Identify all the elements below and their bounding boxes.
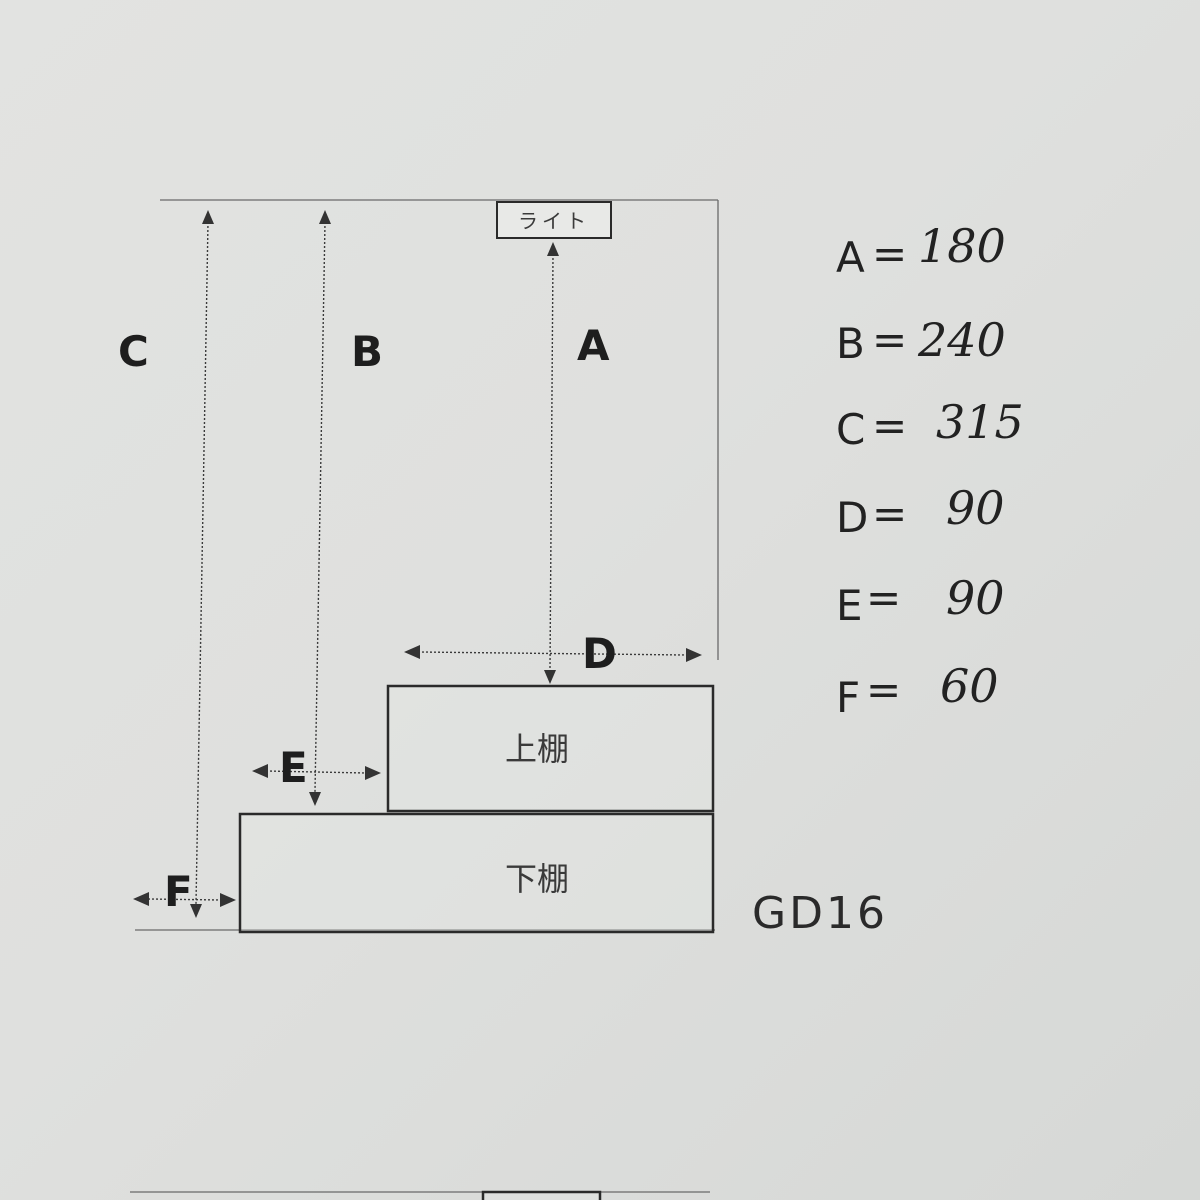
- light-fixture-box: [496, 201, 612, 239]
- dimension-e-arrow-right: [365, 766, 381, 780]
- legend-sep: =: [872, 229, 907, 278]
- legend-sep: =: [866, 573, 901, 622]
- dimension-e-line: [265, 770, 367, 774]
- lower-shelf-label: 下棚: [505, 860, 569, 898]
- dimension-a-arrow-top: [547, 242, 559, 256]
- dimension-d-line: [417, 651, 687, 656]
- dimension-f-arrow-left: [133, 892, 149, 906]
- dimension-b-arrow-bottom: [309, 792, 321, 806]
- dimension-c-line: [195, 221, 209, 905]
- dimension-f-arrow-right: [220, 893, 236, 907]
- legend-value: 90: [946, 481, 1005, 535]
- legend-key: C: [836, 405, 865, 454]
- upper-shelf: [386, 684, 715, 813]
- legend-sep: =: [872, 489, 907, 538]
- dimension-c-arrow-top: [202, 210, 214, 224]
- dimension-f-line: [147, 898, 223, 901]
- dimension-b-label: B: [351, 327, 383, 376]
- legend-value: 60: [940, 659, 999, 713]
- legend-value: 180: [918, 219, 1006, 273]
- legend-value: 315: [936, 395, 1024, 449]
- legend-row-f: F = 60: [836, 659, 999, 722]
- legend-row-c: C = 315: [836, 395, 1024, 454]
- legend-value: 90: [946, 571, 1005, 625]
- dimension-f-label: F: [164, 867, 193, 916]
- legend-key: A: [836, 233, 865, 282]
- legend-sep: =: [866, 665, 901, 714]
- legend-key: B: [836, 319, 865, 368]
- light-label: ライト: [518, 209, 590, 233]
- legend-row-a: A = 180: [836, 219, 1006, 282]
- legend-sep: =: [872, 401, 907, 450]
- dimension-c-label: C: [118, 327, 149, 376]
- dimension-a-arrow-bottom: [544, 670, 556, 684]
- model-code: GD16: [752, 888, 888, 939]
- dimension-d-arrow-right: [686, 648, 702, 662]
- legend-key: E: [836, 581, 863, 630]
- legend-sep: =: [872, 315, 907, 364]
- legend-value: 240: [917, 313, 1006, 367]
- upper-shelf-label: 上棚: [505, 730, 569, 768]
- dimension-e-arrow-left: [252, 764, 268, 778]
- dimension-b-arrow-top: [319, 210, 331, 224]
- legend-key: F: [836, 673, 860, 722]
- next-diagram-box: [481, 1190, 602, 1200]
- dimension-d-label: D: [582, 629, 617, 678]
- dimension-c-arrow-bottom: [190, 904, 202, 918]
- legend-key: D: [836, 493, 868, 542]
- legend-row-e: E = 90: [836, 571, 1005, 630]
- legend-row-d: D = 90: [836, 481, 1005, 542]
- dimension-b-line: [314, 221, 326, 793]
- dimension-a-label: A: [577, 321, 610, 370]
- legend-row-b: B = 240: [836, 313, 1006, 368]
- lower-shelf: [238, 812, 715, 934]
- dimension-d-arrow-left: [404, 645, 420, 659]
- dimension-e-label: E: [279, 743, 308, 792]
- dimension-a-line: [549, 253, 554, 669]
